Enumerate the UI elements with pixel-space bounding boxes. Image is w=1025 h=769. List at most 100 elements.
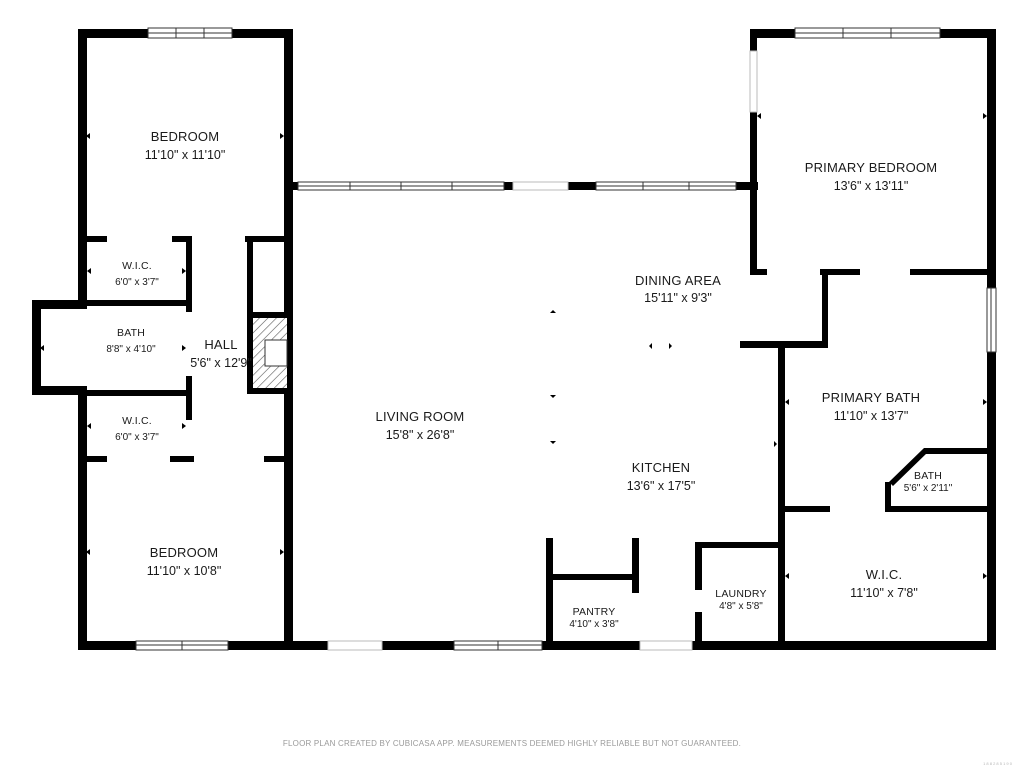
wall-wic2-bottom-b	[170, 456, 194, 462]
room-name: PRIMARY BATH	[822, 390, 920, 405]
wall-pantry-right	[632, 538, 639, 593]
room-primary-bedroom: PRIMARY BEDROOM 13'6" x 13'11"	[805, 160, 938, 193]
wall-laundry-left	[695, 542, 702, 590]
room-dims: 13'6" x 13'11"	[834, 179, 909, 193]
wall-bath1-right-top	[186, 300, 192, 312]
wall-linen-left	[247, 236, 253, 316]
room-primary-bath: PRIMARY BATH 11'10" x 13'7"	[822, 390, 920, 423]
wall-left-wing-left-lower	[78, 394, 87, 650]
wall-bedroom1-bottom-a	[87, 236, 107, 242]
room-bedroom-1: BEDROOM 11'10" x 11'10"	[145, 129, 226, 162]
wall-wic1-bottom	[87, 300, 192, 306]
window-living-top-1	[297, 181, 505, 191]
wall-fireplace-bottom	[247, 388, 287, 394]
wall-bedroom1-bottom-b	[172, 236, 192, 242]
wall-bath2-top	[924, 448, 990, 454]
fireplace-inner	[264, 339, 288, 367]
room-name: PANTRY	[573, 606, 616, 618]
wall-wic2-bottom-a	[81, 456, 107, 462]
wall-hall-bottom	[264, 456, 286, 462]
wall-fireplace-left	[247, 312, 253, 394]
window-primary-bedroom-top	[794, 27, 941, 39]
wall-primary-bath-bottom-a	[785, 506, 830, 512]
wall-pantry-top	[553, 574, 639, 580]
room-wic-3: W.I.C. 11'10" x 7'8"	[850, 567, 918, 600]
wall-laundry-top	[695, 542, 785, 548]
room-dims: 5'6" x 2'11"	[904, 483, 953, 494]
room-dining-area: DINING AREA 15'11" x 9'3"	[635, 273, 721, 305]
opening-primary-bedroom-left	[749, 50, 758, 113]
wall-primary-bed-bottom-a	[757, 269, 767, 275]
wall-bath2-diagonal	[889, 448, 928, 486]
wall-kitchen-right	[778, 341, 785, 648]
room-name: PRIMARY BEDROOM	[805, 160, 938, 175]
room-dims: 11'10" x 13'7"	[834, 409, 909, 423]
wall-primary-bed-bottom-b	[820, 269, 860, 275]
room-dims: 6'0" x 3'7"	[115, 277, 159, 288]
wall-bedroom1-bottom-c	[245, 236, 285, 242]
windows	[135, 27, 997, 651]
room-dims: 11'10" x 7'8"	[850, 586, 918, 600]
wall-left-wing-right	[284, 29, 293, 650]
room-name: W.I.C.	[122, 415, 152, 427]
wall-laundry-left-bot	[695, 612, 702, 648]
wall-primary-bath-bottom-b	[885, 506, 990, 512]
wall-bath-bump-top	[32, 300, 87, 309]
footer-disclaimer: FLOOR PLAN CREATED BY CUBICASA APP. MEAS…	[283, 739, 741, 748]
room-dims: 8'8" x 4'10"	[106, 344, 156, 355]
room-dims: 15'8" x 26'8"	[386, 428, 455, 442]
wall-bath-bump-bottom	[32, 386, 87, 395]
room-name: BEDROOM	[151, 129, 220, 144]
wall-pantry-left	[546, 538, 553, 648]
room-bedroom-2: BEDROOM 11'10" x 10'8"	[147, 545, 222, 578]
wall-wic2-right	[186, 390, 192, 420]
room-name: DINING AREA	[635, 273, 721, 288]
door-living-bottom	[327, 640, 383, 651]
room-dims: 4'10" x 3'8"	[569, 619, 619, 630]
room-dims: 4'8" x 5'8"	[719, 601, 763, 612]
wall-dining-notch-v	[822, 275, 828, 347]
dimension-ticks	[40, 113, 987, 579]
room-name: W.I.C.	[122, 260, 152, 272]
room-dims: 13'6" x 17'5"	[627, 479, 696, 493]
window-primary-bath-right	[986, 287, 997, 353]
room-name: KITCHEN	[632, 460, 690, 475]
room-dims: 5'6" x 12'9"	[190, 356, 252, 370]
room-dims: 11'10" x 10'8"	[147, 564, 222, 578]
room-kitchen: KITCHEN 13'6" x 17'5"	[627, 460, 696, 493]
corner-id: 1 8 8 2 8 5 1 9 0	[983, 761, 1013, 766]
wall-primary-bed-bottom-c	[910, 269, 990, 275]
window-bedroom2-bottom	[135, 640, 229, 651]
room-dims: 11'10" x 11'10"	[145, 148, 226, 162]
window-living-bottom	[453, 640, 543, 651]
room-name: LIVING ROOM	[376, 409, 465, 424]
room-bath-2: BATH 5'6" x 2'11"	[904, 470, 953, 494]
room-dims: 6'0" x 3'7"	[115, 432, 159, 443]
door-living-top	[512, 181, 569, 191]
window-living-top-2	[595, 181, 737, 191]
wall-bath2-left	[885, 482, 891, 512]
wall-fireplace-top	[247, 312, 287, 318]
room-name: BATH	[117, 327, 145, 339]
wall-bath1-bottom	[87, 390, 192, 396]
room-name: BATH	[914, 470, 942, 482]
wall-wic1-right	[186, 236, 192, 306]
room-wic-2: W.I.C. 6'0" x 3'7"	[115, 415, 159, 443]
room-living-room: LIVING ROOM 15'8" x 26'8"	[376, 409, 465, 442]
room-name: W.I.C.	[866, 567, 903, 582]
room-name: LAUNDRY	[715, 588, 766, 600]
room-pantry: PANTRY 4'10" x 3'8"	[569, 606, 619, 630]
wall-left-wing-left-upper	[78, 29, 87, 300]
room-laundry: LAUNDRY 4'8" x 5'8"	[715, 588, 766, 612]
room-name: BEDROOM	[150, 545, 219, 560]
room-bath-1: BATH 8'8" x 4'10"	[106, 327, 156, 355]
room-hall: HALL 5'6" x 12'9"	[190, 337, 252, 370]
wall-right-wing-left-a	[750, 29, 757, 51]
room-name: HALL	[204, 337, 237, 352]
door-kitchen-bottom	[639, 640, 693, 651]
room-dims: 15'11" x 9'3"	[644, 291, 712, 305]
wall-bath1-right-bot	[186, 376, 192, 396]
window-bedroom1-top	[147, 27, 233, 39]
wall-right-wing-left-b	[750, 112, 757, 275]
